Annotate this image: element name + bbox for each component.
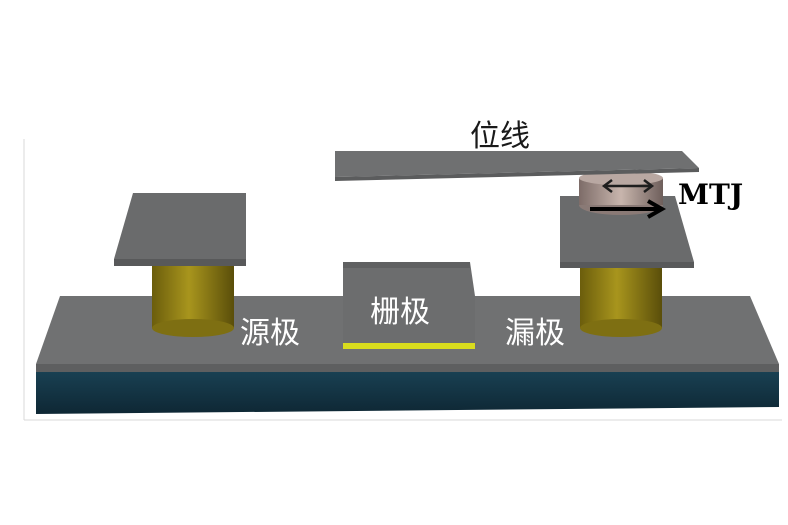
mtj-free-layer-arrow-icon [601, 179, 655, 193]
drain-via [580, 262, 662, 328]
source-pad [114, 193, 246, 259]
drain-pad-edge [560, 262, 694, 268]
mtj-label: MTJ [678, 178, 743, 211]
drain-label: 漏极 [505, 316, 565, 351]
gate-label: 栅极 [370, 295, 430, 330]
substrate-edge [36, 364, 779, 372]
drain-via-base [580, 319, 662, 337]
gate-block [343, 262, 475, 343]
bit-line-edge [335, 168, 699, 181]
source-label: 源极 [240, 316, 300, 351]
gate-top-edge [343, 262, 470, 268]
gate-channel [343, 349, 475, 364]
bit-line-label: 位线 [470, 119, 530, 154]
source-via [152, 256, 234, 328]
source-via-base [152, 319, 234, 337]
gate-oxide [343, 343, 475, 349]
mtj-fixed-layer-arrow-icon [590, 199, 667, 219]
bit-line [335, 151, 699, 177]
mtj-top [579, 171, 663, 185]
source-pad-edge [114, 259, 246, 266]
substrate-base [36, 364, 779, 414]
